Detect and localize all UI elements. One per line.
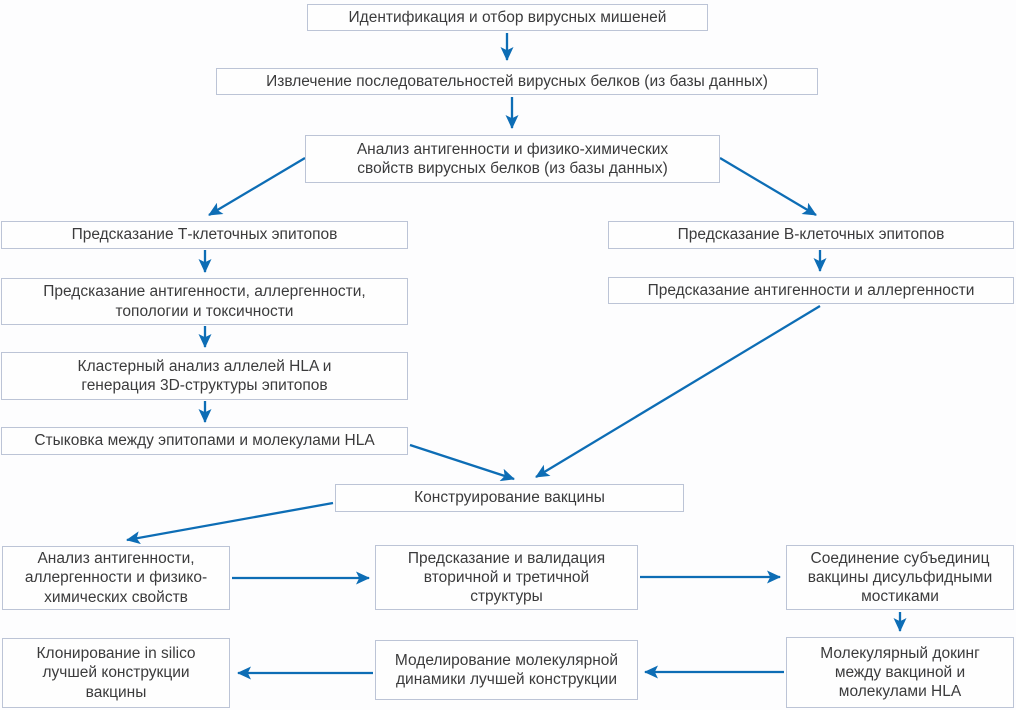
node-label: Анализ антигенности и физико-химических … (356, 140, 669, 177)
node-t-cell-epitopes: Предсказание Т-клеточных эпитопов (1, 221, 408, 249)
node-t-epitope-properties: Предсказание антигенности, аллергенности… (1, 278, 408, 325)
arrow-analysis-to-b-cell (719, 157, 817, 216)
node-label: Конструирование вакцины (414, 489, 605, 507)
node-hla-cluster: Кластерный анализ аллелей HLA и генераци… (1, 352, 408, 400)
arrow-analysis-to-t-cell (208, 157, 306, 216)
node-extraction: Извлечение последовательностей вирусных … (216, 68, 818, 95)
node-molecular-docking: Молекулярный докинг между вакциной и мол… (786, 637, 1014, 708)
node-label: Соединение субъединиц вакцины дисульфидн… (807, 549, 993, 606)
node-label: Стыковка между эпитопами и молекулами HL… (34, 432, 375, 450)
node-epitope-docking: Стыковка между эпитопами и молекулами HL… (1, 427, 408, 455)
node-b-epitope-properties: Предсказание антигенности и аллергенност… (608, 277, 1014, 304)
node-label: Предсказание и валидация вторичной и тре… (407, 549, 606, 606)
node-identification: Идентификация и отбор вирусных мишеней (307, 4, 708, 31)
node-disulfide-linking: Соединение субъединиц вакцины дисульфидн… (786, 545, 1014, 610)
arrow-docking-to-construction (409, 443, 515, 482)
node-label: Моделирование молекулярной динамики лучш… (394, 651, 619, 688)
node-label: Клонирование in silico лучшей конструкци… (36, 645, 196, 701)
node-label: Предсказание антигенности и аллергенност… (647, 281, 975, 299)
node-vaccine-construction: Конструирование вакцины (335, 484, 684, 512)
node-label: Анализ антигенности, аллергенности и физ… (24, 550, 208, 606)
node-cloning: Клонирование in silico лучшей конструкци… (2, 638, 230, 708)
node-label: Молекулярный докинг между вакциной и мол… (820, 644, 980, 701)
node-structure-prediction: Предсказание и валидация вторичной и тре… (375, 545, 638, 610)
arrow-b-props-to-construction (535, 305, 821, 478)
node-label: Предсказание антигенности, аллергенности… (43, 283, 366, 320)
node-b-cell-epitopes: Предсказание В-клеточных эпитопов (608, 221, 1014, 249)
node-physchem-analysis: Анализ антигенности, аллергенности и физ… (2, 546, 230, 610)
arrow-construction-to-physchem (126, 501, 334, 545)
node-label: Идентификация и отбор вирусных мишеней (348, 8, 667, 26)
node-label: Кластерный анализ аллелей HLA и генераци… (77, 357, 332, 394)
node-label: Извлечение последовательностей вирусных … (266, 72, 768, 90)
node-antigenicity-analysis: Анализ антигенности и физико-химических … (305, 135, 720, 183)
node-md-simulation: Моделирование молекулярной динамики лучш… (375, 640, 638, 700)
node-label: Предсказание В-клеточных эпитопов (677, 226, 945, 244)
node-label: Предсказание Т-клеточных эпитопов (71, 226, 338, 244)
